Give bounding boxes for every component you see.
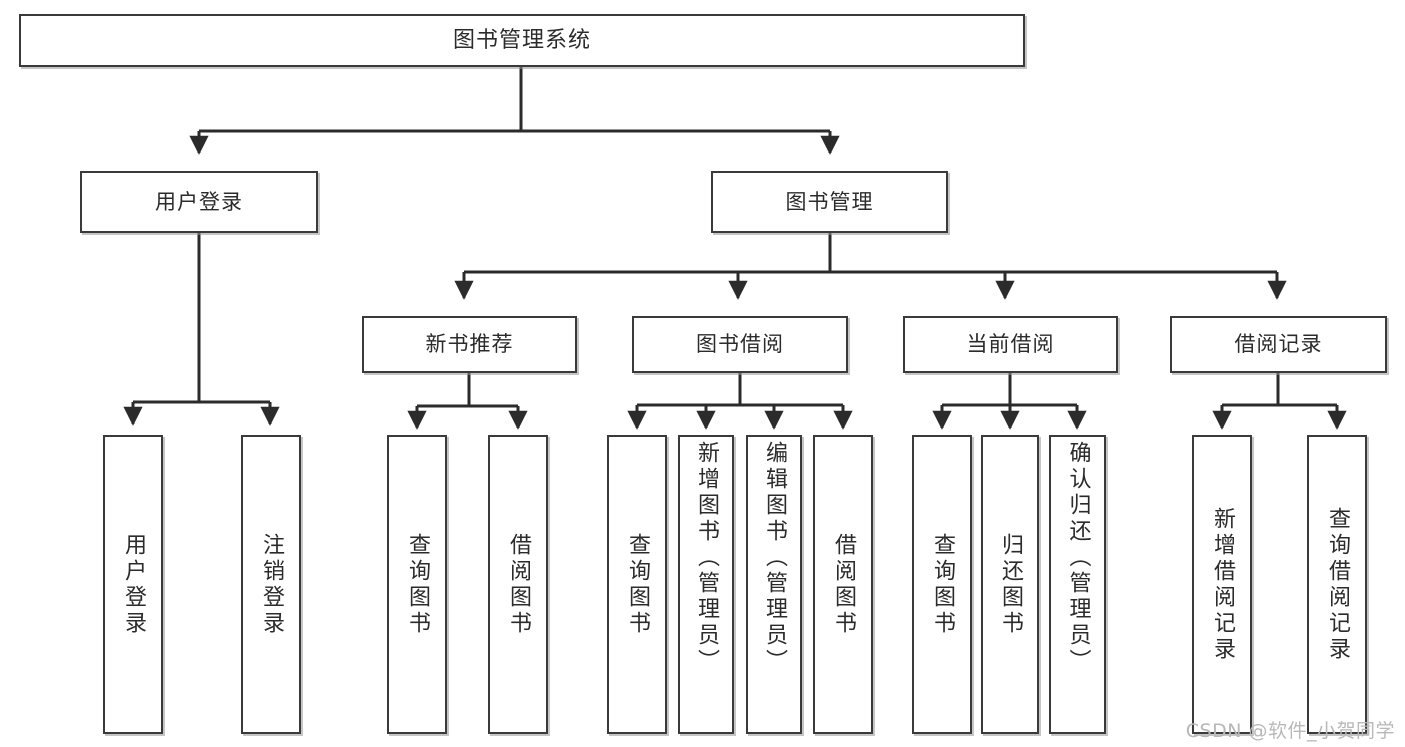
leaf-current-borrow-confirm-admin[interactable]: 确认归还（管理员） bbox=[1049, 435, 1106, 734]
node-book-management[interactable]: 图书管理 bbox=[711, 171, 948, 233]
leaf-current-borrow-return[interactable]: 归还图书 bbox=[981, 435, 1039, 734]
node-label: 查询借阅记录 bbox=[1325, 506, 1350, 663]
node-label: 图书管理 bbox=[785, 189, 874, 214]
leaf-current-borrow-query[interactable]: 查询图书 bbox=[912, 435, 972, 734]
leaf-user-login-logout[interactable]: 注销登录 bbox=[241, 435, 301, 734]
leaf-book-borrow-query[interactable]: 查询图书 bbox=[607, 435, 667, 734]
node-label: 归还图书 bbox=[998, 532, 1023, 637]
node-label: 查询图书 bbox=[625, 532, 650, 637]
leaf-new-book-borrow[interactable]: 借阅图书 bbox=[488, 435, 548, 734]
node-borrow-record[interactable]: 借阅记录 bbox=[1170, 316, 1387, 373]
node-new-book-recommend[interactable]: 新书推荐 bbox=[362, 316, 577, 373]
node-user-login[interactable]: 用户登录 bbox=[80, 171, 318, 233]
node-label: 图书借阅 bbox=[696, 332, 784, 357]
node-label: 用户登录 bbox=[121, 532, 146, 637]
node-label: 编辑图书（管理员） bbox=[762, 441, 787, 675]
leaf-book-borrow-edit-admin[interactable]: 编辑图书（管理员） bbox=[746, 435, 802, 734]
node-label: 查询图书 bbox=[930, 532, 955, 637]
leaf-new-book-query[interactable]: 查询图书 bbox=[387, 435, 447, 734]
connector-lines bbox=[123, 67, 1347, 430]
node-label: 借阅图书 bbox=[831, 532, 856, 637]
leaf-book-borrow-add-admin[interactable]: 新增图书（管理员） bbox=[678, 435, 734, 734]
leaf-user-login-login[interactable]: 用户登录 bbox=[103, 435, 163, 734]
node-label: 用户登录 bbox=[155, 189, 243, 214]
node-label: 借阅图书 bbox=[506, 532, 531, 637]
node-label: 注销登录 bbox=[259, 532, 284, 637]
node-label: 新书推荐 bbox=[425, 332, 514, 357]
node-label: 图书管理系统 bbox=[452, 27, 591, 53]
node-label: 确认归还（管理员） bbox=[1065, 441, 1091, 675]
node-label: 新增借阅记录 bbox=[1210, 506, 1235, 663]
node-root-system[interactable]: 图书管理系统 bbox=[19, 14, 1025, 67]
leaf-book-borrow-borrow[interactable]: 借阅图书 bbox=[813, 435, 873, 734]
node-current-borrow[interactable]: 当前借阅 bbox=[903, 316, 1118, 373]
node-label: 当前借阅 bbox=[966, 332, 1055, 357]
watermark: CSDN @软件_小贺同学 bbox=[1185, 720, 1395, 742]
leaf-borrow-record-query[interactable]: 查询借阅记录 bbox=[1307, 435, 1367, 734]
node-label: 查询图书 bbox=[405, 532, 430, 637]
node-label: 新增图书（管理员） bbox=[694, 441, 719, 675]
leaf-borrow-record-add[interactable]: 新增借阅记录 bbox=[1192, 435, 1252, 734]
node-label: 借阅记录 bbox=[1234, 332, 1323, 357]
node-book-borrow[interactable]: 图书借阅 bbox=[632, 316, 848, 373]
